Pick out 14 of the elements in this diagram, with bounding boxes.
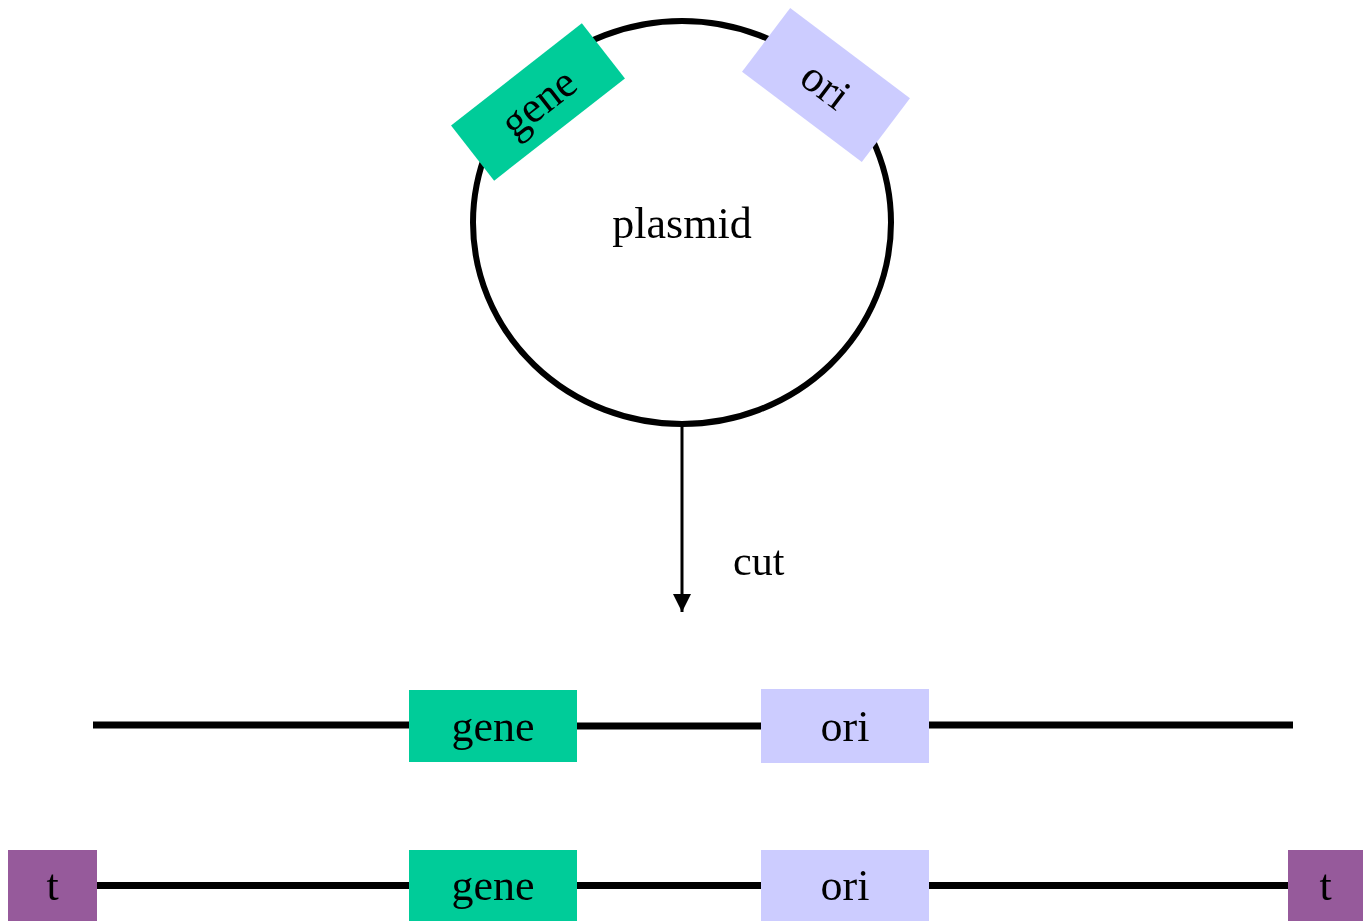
dna-strand: [577, 722, 761, 730]
dna-segment: ori: [742, 7, 910, 163]
dna-strand: [929, 882, 1288, 889]
dna-segment: gene: [451, 23, 625, 181]
dna-strand: [577, 882, 761, 889]
dna-segment: t: [8, 850, 97, 921]
arrow: [673, 424, 691, 612]
dna-segment: t: [1288, 850, 1363, 921]
dna-segment: ori: [761, 850, 929, 921]
plasmid-label: plasmid: [612, 197, 752, 248]
dna-segment: gene: [409, 850, 577, 921]
dna-segment: gene: [409, 690, 577, 762]
dna-strand: [97, 882, 409, 889]
dna-segment: ori: [761, 689, 929, 763]
